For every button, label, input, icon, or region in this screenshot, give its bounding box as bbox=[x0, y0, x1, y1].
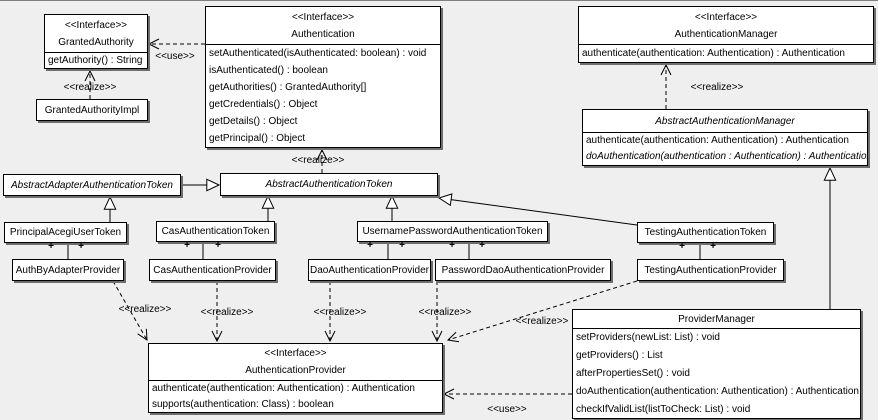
class-name: AuthenticationManager bbox=[674, 28, 778, 40]
class-name: PasswordDaoAuthenticationProvider bbox=[441, 264, 605, 276]
class-name: AuthenticationProvider bbox=[245, 365, 346, 376]
class-testing-authentication-token[interactable]: TestingAuthenticationToken bbox=[637, 222, 774, 243]
class-auth-by-adapter-provider[interactable]: AuthByAdapterProvider bbox=[12, 259, 124, 281]
realize-testing-provider bbox=[446, 280, 638, 343]
multiplicity-plus: + bbox=[78, 241, 84, 252]
class-cas-authentication-token[interactable]: CasAuthenticationToken bbox=[156, 221, 275, 242]
class-name: Authentication bbox=[291, 28, 355, 40]
class-name: CasAuthenticationToken bbox=[161, 226, 270, 237]
multiplicity-plus: + bbox=[215, 240, 221, 251]
class-header: <<Interface>> Authentication bbox=[206, 7, 440, 45]
class-authentication[interactable]: <<Interface>> Authentication setAuthenti… bbox=[205, 6, 441, 148]
method: getAuthority() : String bbox=[48, 55, 143, 66]
class-password-dao-authentication-provider[interactable]: PasswordDaoAuthenticationProvider bbox=[435, 259, 611, 281]
class-authentication-provider[interactable]: <<Interface>> AuthenticationProvider aut… bbox=[148, 343, 443, 413]
class-testing-authentication-provider[interactable]: TestingAuthenticationProvider bbox=[637, 259, 784, 281]
method: supports(authentication: Class) : boolea… bbox=[152, 399, 334, 410]
stereotype: <<Interface>> bbox=[291, 11, 355, 23]
class-authentication-manager[interactable]: <<Interface>> AuthenticationManager auth… bbox=[578, 6, 874, 63]
realize-authbyadapter-provider bbox=[112, 280, 148, 341]
class-name: AbstractAdapterAuthenticationToken bbox=[11, 179, 173, 191]
association-lines bbox=[67, 242, 701, 259]
class-name: CasAuthenticationProvider bbox=[153, 264, 272, 276]
class-header: <<Interface>> AuthenticationManager bbox=[579, 7, 873, 45]
method: getCredentials() : Object bbox=[209, 99, 318, 110]
stereotype: <<Interface>> bbox=[64, 19, 128, 31]
class-cas-authentication-provider[interactable]: CasAuthenticationProvider bbox=[149, 259, 276, 281]
method: authenticate(authentication: Authenticat… bbox=[582, 48, 845, 59]
method: afterPropertiesSet() : void bbox=[576, 368, 690, 379]
multiplicity-plus: + bbox=[710, 241, 716, 252]
class-header: <<Interface>> AuthenticationProvider bbox=[149, 344, 442, 381]
multiplicity-plus: + bbox=[679, 241, 685, 252]
multiplicity-plus: + bbox=[449, 240, 455, 251]
multiplicity-plus: + bbox=[479, 240, 485, 251]
class-dao-authentication-provider[interactable]: DaoAuthenticationProvider bbox=[308, 259, 431, 281]
class-name: GrantedAuthority bbox=[58, 36, 134, 48]
class-granted-authority[interactable]: <<Interface>> GrantedAuthority getAuthor… bbox=[44, 14, 148, 69]
method-abstract: doAuthentication(authentication : Authen… bbox=[586, 151, 868, 162]
use-arrows bbox=[147, 38, 572, 400]
multiplicity-plus: + bbox=[48, 241, 54, 252]
class-name: AbstractAuthenticationToken bbox=[265, 179, 393, 190]
method: authenticate(authentication: Authenticat… bbox=[586, 135, 849, 146]
class-name: PrincipalAcegiUserToken bbox=[9, 227, 122, 238]
method: doAuthentication(authentication: Authent… bbox=[576, 386, 859, 397]
method: getAuthorities() : GrantedAuthority[] bbox=[209, 82, 367, 93]
class-header: ProviderManager bbox=[573, 310, 860, 329]
stereotype: <<Interface>> bbox=[264, 348, 327, 359]
class-granted-authority-impl[interactable]: GrantedAuthorityImpl bbox=[36, 99, 148, 121]
method: authenticate(authentication: Authenticat… bbox=[152, 383, 415, 394]
class-name: TestingAuthenticationToken bbox=[644, 227, 767, 238]
method: isAuthenticated() : boolean bbox=[209, 65, 328, 76]
class-name: UsernamePasswordAuthenticationToken bbox=[362, 226, 543, 237]
method: setAuthenticated(isAuthenticated: boolea… bbox=[209, 48, 427, 59]
stereotype: <<Interface>> bbox=[694, 11, 758, 23]
method: getPrincipal() : Object bbox=[209, 133, 306, 144]
class-header: AbstractAuthenticationManager bbox=[583, 110, 867, 133]
class-principal-acegi-user-token[interactable]: PrincipalAcegiUserToken bbox=[4, 222, 127, 243]
class-abstract-authentication-manager[interactable]: AbstractAuthenticationManager authentica… bbox=[582, 109, 868, 166]
class-header: <<Interface>> GrantedAuthority bbox=[45, 15, 147, 53]
class-name: AbstractAuthenticationManager bbox=[655, 115, 795, 127]
class-name: ProviderManager bbox=[678, 313, 755, 325]
method: getDetails() : Object bbox=[209, 116, 298, 127]
method: checkIfValidList(listToCheck: List) : vo… bbox=[576, 404, 751, 415]
class-name: DaoAuthenticationProvider bbox=[310, 264, 429, 276]
class-provider-manager[interactable]: ProviderManager setProviders(newList: Li… bbox=[572, 309, 861, 419]
class-username-password-authentication-token[interactable]: UsernamePasswordAuthenticationToken bbox=[357, 221, 548, 242]
class-name: GrantedAuthorityImpl bbox=[44, 104, 140, 116]
method: setProviders(newList: List) : void bbox=[576, 332, 720, 343]
multiplicity-plus: + bbox=[367, 240, 373, 251]
gen-testing-token-to-abstract-token bbox=[437, 193, 638, 226]
multiplicity-plus: + bbox=[399, 240, 405, 251]
class-name: AuthByAdapterProvider bbox=[15, 264, 121, 276]
generalization-arrows bbox=[103, 166, 837, 309]
realize-arrows bbox=[84, 63, 672, 343]
class-abstract-authentication-token[interactable]: AbstractAuthenticationToken bbox=[220, 173, 438, 196]
multiplicity-plus: + bbox=[184, 240, 190, 251]
class-abstract-adapter-authentication-token[interactable]: AbstractAdapterAuthenticationToken bbox=[3, 174, 181, 196]
class-name: TestingAuthenticationProvider bbox=[644, 264, 777, 276]
method: getProviders() : List bbox=[576, 350, 663, 361]
